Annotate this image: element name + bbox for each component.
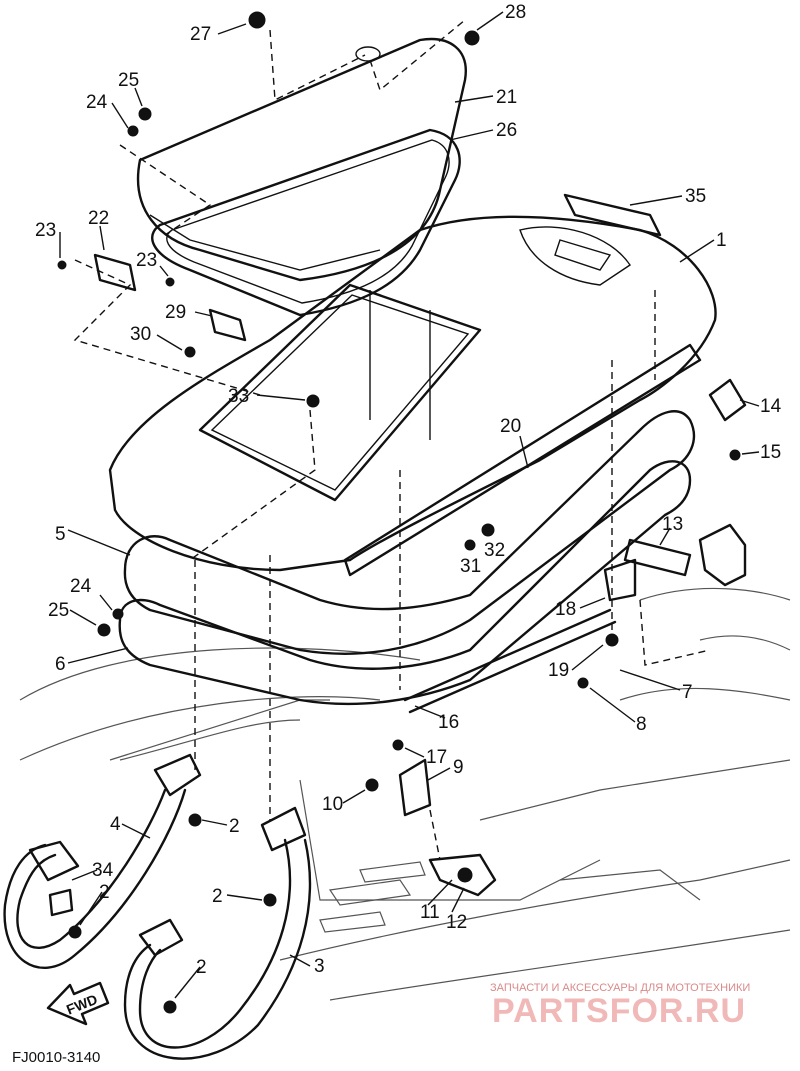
bracket-part-13 [623, 538, 692, 577]
engine-cover-part-20 [108, 193, 717, 577]
callout-14: 14 [760, 396, 782, 417]
callout-5: 5 [55, 524, 66, 545]
callout-35: 35 [685, 186, 706, 207]
callout-13: 13 [662, 514, 683, 535]
watermark-tagline: ЗАПЧАСТИ И АКСЕССУАРЫ ДЛЯ МОТОТЕХНИКИ [490, 982, 750, 994]
callout-15: 15 [760, 442, 781, 463]
callout-18: 18 [555, 599, 576, 620]
hose-part-4 [3, 753, 202, 969]
fasteners [57, 11, 741, 1014]
callout-labels: 27 28 21 26 25 24 35 1 23 22 23 29 30 33… [35, 2, 782, 978]
callout-27: 27 [190, 24, 211, 45]
callout-2-a: 2 [229, 816, 240, 837]
figure-code: FJ0010-3140 [12, 1049, 100, 1066]
callout-12: 12 [446, 912, 467, 933]
hatch-cover-part-21 [136, 37, 467, 282]
seal-part-26 [151, 128, 461, 317]
callout-1: 1 [716, 230, 727, 251]
callout-23-right: 23 [136, 250, 157, 271]
callout-30: 30 [130, 324, 151, 345]
callout-2-b: 2 [99, 882, 110, 903]
callout-17: 17 [426, 747, 447, 768]
callout-24-left: 24 [70, 576, 92, 597]
callout-6: 6 [55, 654, 66, 675]
tie-rod-part-11-12 [428, 853, 497, 897]
callout-34: 34 [92, 860, 114, 881]
cover-rim-part-5 [123, 410, 696, 655]
callout-2-d: 2 [196, 957, 207, 978]
hinge-plate-part-22 [93, 253, 137, 292]
bracket-part-14 [708, 378, 747, 422]
callout-20: 20 [500, 416, 521, 437]
callout-11: 11 [420, 902, 440, 923]
hinge-plate-part-29 [208, 308, 247, 342]
callout-23-left: 23 [35, 220, 56, 241]
assembly-lines [73, 19, 711, 861]
hull-background [19, 587, 791, 1001]
latch-part-7 [698, 523, 747, 587]
callout-16: 16 [438, 712, 459, 733]
callout-32: 32 [484, 540, 505, 561]
hinge-part-18 [603, 558, 637, 602]
callout-19: 19 [548, 660, 569, 681]
callout-28: 28 [505, 2, 526, 23]
callout-3: 3 [314, 956, 325, 977]
callout-25-top: 25 [118, 70, 139, 91]
callout-33: 33 [228, 386, 249, 407]
hose-part-3 [123, 806, 312, 1060]
callout-9: 9 [453, 757, 464, 778]
callout-8: 8 [636, 714, 647, 735]
callout-10: 10 [322, 794, 343, 815]
callout-31: 31 [460, 556, 481, 577]
callout-29: 29 [165, 302, 186, 323]
callout-21: 21 [496, 87, 517, 108]
gasket-part-6 [118, 460, 692, 706]
leader-lines [59, 11, 760, 999]
callout-26: 26 [496, 120, 517, 141]
callout-25-left: 25 [48, 600, 69, 621]
watermark: ЗАПЧАСТИ И АКСЕССУАРЫ ДЛЯ МОТОТЕХНИКИ PA… [490, 982, 750, 1030]
callout-4: 4 [110, 814, 121, 835]
callout-2-c: 2 [212, 886, 223, 907]
callout-7: 7 [682, 682, 693, 703]
callout-22: 22 [88, 208, 109, 229]
callout-24-top: 24 [86, 92, 108, 113]
fwd-arrow: FWD [46, 981, 110, 1026]
watermark-brand: PARTSFOR.RU [492, 992, 746, 1030]
bracket-part-9 [398, 758, 432, 817]
stay-rod-part-16 [403, 608, 617, 714]
